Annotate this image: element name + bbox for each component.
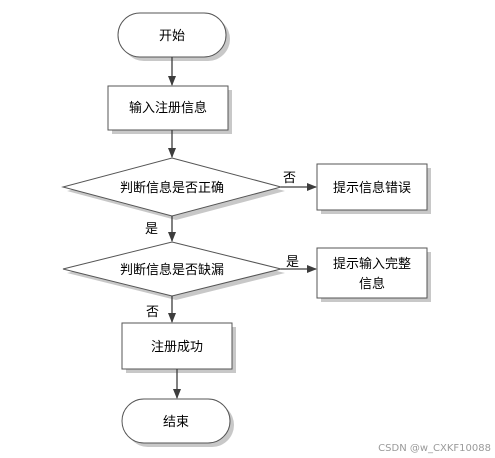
input-label: 输入注册信息 (129, 100, 207, 116)
complete-tip-label-line2: 信息 (359, 276, 385, 292)
check-missing-label: 判断信息是否缺漏 (120, 262, 224, 278)
edge-label-correct-no: 否 (283, 171, 296, 186)
check-missing-node: 判断信息是否缺漏 (62, 241, 285, 300)
error-tip-label: 提示信息错误 (333, 180, 411, 196)
start-label: 开始 (159, 29, 185, 44)
end-label: 结束 (163, 415, 189, 430)
start-node: 开始 (117, 12, 230, 61)
complete-tip-node: 提示输入完整 信息 (316, 247, 431, 302)
edge-label-missing-yes: 是 (286, 255, 299, 270)
watermark-text: CSDN @w_CXKF10088 (378, 443, 491, 454)
edge-label-correct-yes: 是 (145, 222, 158, 237)
end-node: 结束 (121, 398, 234, 447)
complete-tip-label-line1: 提示输入完整 (333, 256, 411, 272)
success-node: 注册成功 (121, 322, 236, 373)
edge-label-missing-no: 否 (146, 305, 159, 320)
error-tip-node: 提示信息错误 (316, 163, 431, 214)
check-correct-label: 判断信息是否正确 (120, 180, 224, 196)
success-label: 注册成功 (151, 340, 203, 355)
input-node: 输入注册信息 (107, 85, 232, 134)
check-correct-node: 判断信息是否正确 (61, 157, 285, 220)
